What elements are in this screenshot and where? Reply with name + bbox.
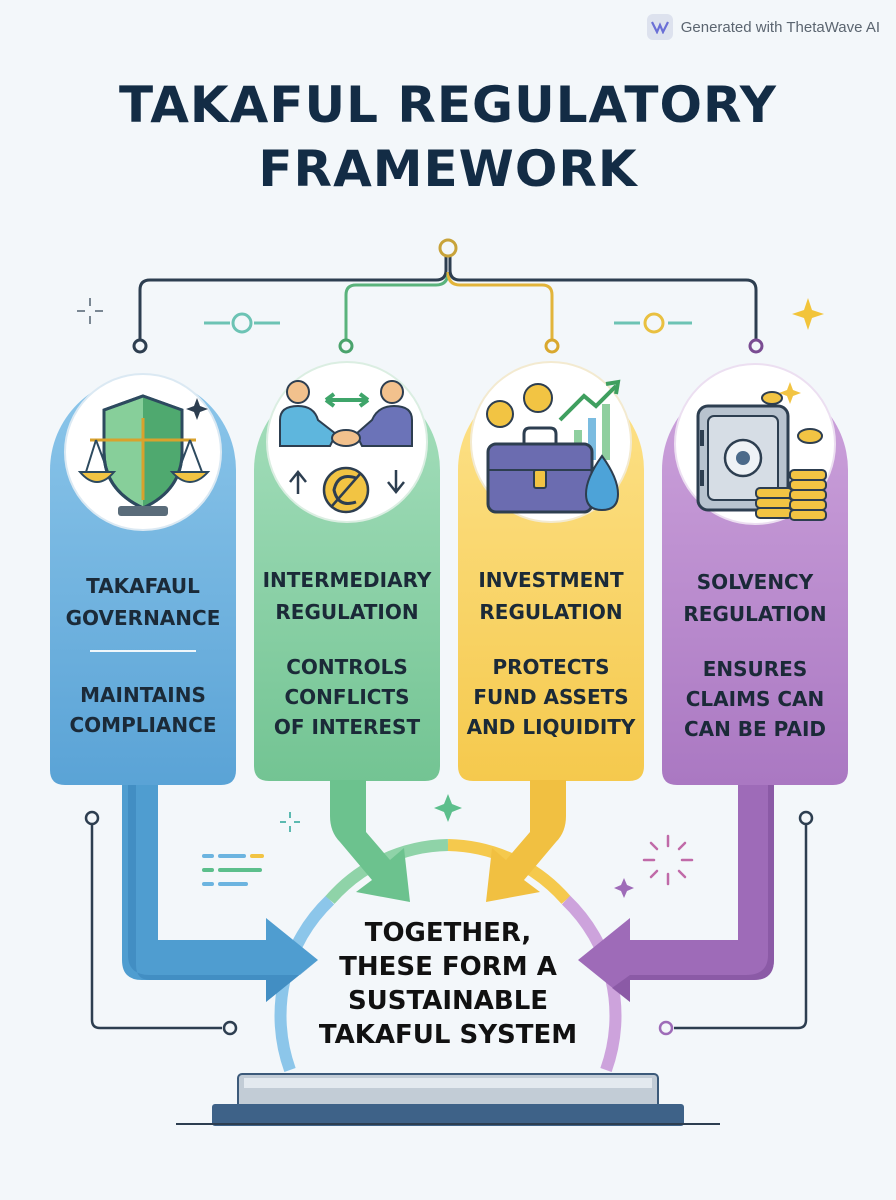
card-investment-text: INVESTMENT REGULATION PROTECTS FUND ASSE… [458, 564, 644, 742]
card-description: CLAIMS CAN [685, 687, 825, 711]
card-description: OF INTEREST [273, 715, 421, 739]
top-node [438, 238, 458, 258]
side-node-left-bottom [222, 1020, 238, 1036]
thetawave-logo-icon [646, 14, 673, 40]
star-icon [792, 298, 824, 330]
card-title: REGULATION [275, 600, 419, 624]
card-description: COMPLIANCE [69, 713, 217, 737]
center-line: SUSTAINABLE [347, 986, 549, 1016]
card-description: AND LIQUIDITY [466, 715, 636, 739]
page-title-line2: FRAMEWORK [258, 140, 638, 198]
arrow-blue [122, 785, 318, 1002]
card-title: INTERMEDIARY [262, 568, 432, 592]
arrow-yellow [486, 780, 566, 902]
star-purple-icon [614, 878, 634, 898]
speed-lines-icon [202, 854, 264, 886]
card-title: REGULATION [683, 602, 827, 626]
card-intermediary-text: INTERMEDIARY REGULATION CONTROLS CONFLIC… [254, 564, 440, 742]
side-node-right-top [798, 810, 814, 826]
side-connector-right [674, 822, 808, 1030]
safe-coins-icon [696, 382, 827, 521]
arrow-green [330, 780, 410, 902]
handshake-icon [279, 380, 413, 514]
card-description: CONTROLS [286, 655, 408, 679]
card-title: INVESTMENT [478, 568, 624, 592]
card-governance-text: TAKAFAUL GOVERNANCE MAINTAINS COMPLIANCE [50, 570, 236, 740]
card-description: CONFLICTS [284, 685, 410, 709]
node-purple [748, 338, 764, 354]
star-green-icon [434, 794, 462, 822]
card-description: PROTECTS [492, 655, 610, 679]
card-description: FUND ASSETS [473, 685, 629, 709]
center-line: THESE FORM A [339, 952, 557, 982]
card-title: GOVERNANCE [65, 606, 221, 630]
sparkle-icon [77, 298, 103, 324]
page-title-line1: TAKAFUL REGULATORY [119, 76, 777, 134]
card-title: TAKAFAUL [86, 574, 200, 598]
deco-left-connector [204, 312, 280, 334]
generated-badge: Generated with ThetaWave AI [646, 14, 880, 40]
connector-tree [138, 250, 758, 345]
card-description: MAINTAINS [80, 683, 206, 707]
center-summary-text: TOGETHER, THESE FORM A SUSTAINABLE TAKAF… [298, 916, 598, 1052]
generated-badge-text: Generated with ThetaWave AI [680, 18, 880, 36]
arrow-purple [578, 785, 774, 1002]
pedestal [176, 1073, 720, 1126]
shield-scales-icon [77, 394, 211, 516]
deco-right-connector [614, 312, 692, 334]
center-line: TOGETHER, [364, 918, 532, 948]
card-title: REGULATION [479, 600, 623, 624]
briefcase-growth-icon [486, 379, 621, 514]
card-description: CAN BE PAID [683, 717, 827, 741]
node-green [338, 338, 354, 354]
card-description: ENSURES [702, 657, 808, 681]
side-node-right-bottom [658, 1020, 674, 1036]
burst-icon [642, 834, 694, 886]
side-connector-left [90, 822, 222, 1030]
node-blue [132, 338, 148, 354]
side-node-left-top [84, 810, 100, 826]
center-line: TAKAFUL SYSTEM [318, 1020, 578, 1050]
node-yellow [544, 338, 560, 354]
plus-sparkle-icon [280, 812, 300, 832]
card-solvency-text: SOLVENCY REGULATION ENSURES CLAIMS CAN C… [662, 566, 848, 744]
card-title: SOLVENCY [696, 570, 814, 594]
